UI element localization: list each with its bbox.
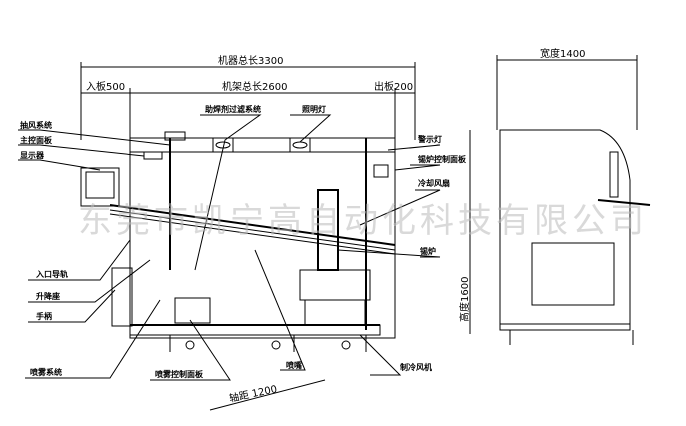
label-blower: 制冷风机 xyxy=(400,362,432,372)
dim-frame-length: 机架总长2600 xyxy=(222,80,287,93)
label-flux-filter: 助焊剂过滤系统 xyxy=(205,104,261,114)
dimension-lines xyxy=(80,55,638,411)
dim-height: 高度1600 xyxy=(458,277,471,322)
dim-outlet: 出板200 xyxy=(374,80,413,93)
label-spray: 喷雾系统 xyxy=(30,367,62,377)
company-watermark: 东莞市凯宁高自动化科技有限公司 xyxy=(78,201,648,241)
label-spray-panel: 喷雾控制面板 xyxy=(155,369,204,379)
dim-inlet: 入板500 xyxy=(86,80,125,93)
label-solder-pot: 锡炉 xyxy=(420,246,436,256)
label-nozzle: 喷嘴 xyxy=(286,360,302,370)
side-view xyxy=(499,129,651,345)
dim-width: 宽度1400 xyxy=(540,47,585,60)
label-display: 显示器 xyxy=(20,151,45,160)
label-light: 照明灯 xyxy=(302,104,326,114)
label-cooling-fan: 冷却风扇 xyxy=(418,178,450,188)
dim-wheelbase: 轴距 1200 xyxy=(228,382,278,405)
dim-total-length: 机器总长3300 xyxy=(218,54,283,67)
leader-lines xyxy=(18,114,441,381)
label-main-panel: 主控面板 xyxy=(20,135,53,145)
label-inlet-rail: 入口导轨 xyxy=(35,269,68,279)
label-exhaust: 抽风系统 xyxy=(20,120,52,130)
front-view xyxy=(80,131,396,352)
label-handle: 手柄 xyxy=(36,311,52,321)
label-lift: 升降座 xyxy=(36,291,60,301)
label-warning-light: 警示灯 xyxy=(417,134,442,144)
label-solder-pot-panel: 锡炉控制面板 xyxy=(418,154,467,164)
